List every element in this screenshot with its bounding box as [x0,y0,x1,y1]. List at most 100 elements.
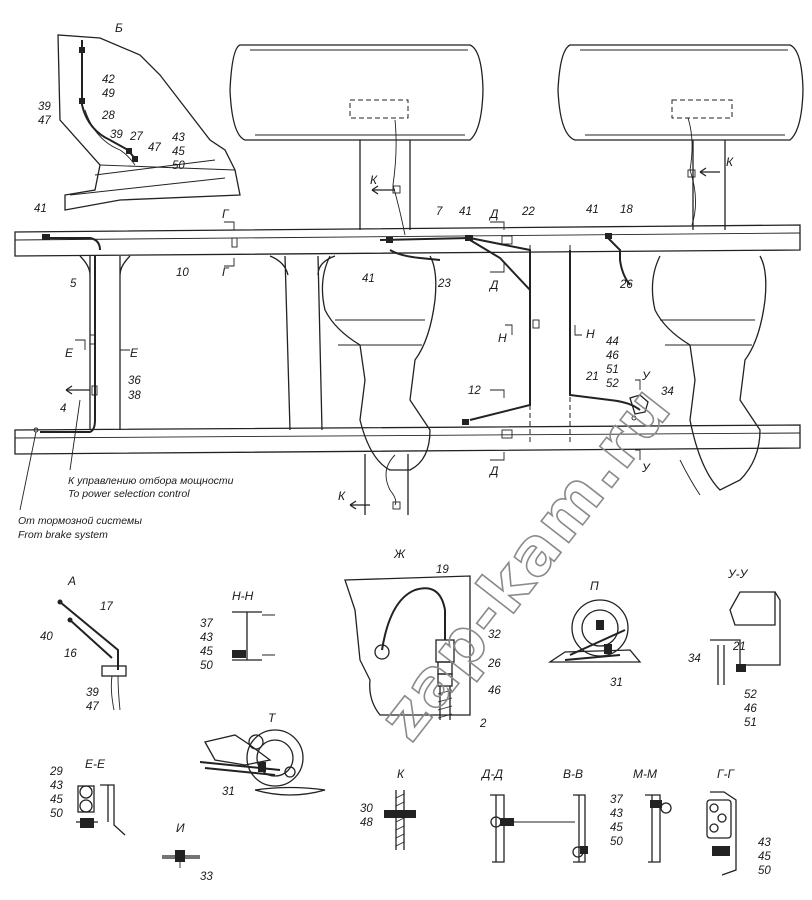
section-mark-E1: Е [65,346,74,360]
detail-UU-label-34: 34 [688,653,701,665]
section-mark-D3: Д [488,464,499,478]
callout-47b: 47 [148,142,161,154]
detail-UU: У-У 21 34 52 46 51 [688,567,781,729]
right-wheel-top [557,44,804,141]
detail-DD-title: Д-Д [480,767,503,781]
callout-42: 42 [102,74,115,86]
callout-46: 46 [606,350,619,362]
detail-ZH-title: Ж [393,547,406,561]
detail-VV-label-45: 45 [610,822,623,834]
note-pto-ru: К управлению отбора мощности [68,475,234,487]
detail-P-label-31: 31 [610,677,623,689]
callout-45a: 45 [172,146,185,158]
detail-ZH-label-26: 26 [487,658,501,670]
section-mark-N2: Н [586,327,595,341]
detail-T-title: Т [268,711,277,725]
callout-5: 5 [70,278,77,290]
detail-ZH-label-19: 19 [436,564,449,576]
right-wheel-lower [651,255,767,491]
detail-UU-label-21: 21 [732,641,746,653]
section-mark-D1: Д [488,207,499,221]
callout-39b: 39 [110,129,123,141]
detail-NN-label-43: 43 [200,632,213,644]
callout-26: 26 [619,279,633,291]
detail-A: А 17 40 16 39 47 [40,574,127,713]
detail-VV-title: В-В [563,767,583,781]
left-wheel-top [229,44,484,141]
detail-VV: В-В [563,767,588,863]
detail-GG-label-43: 43 [758,837,771,849]
cab-fragment [57,34,241,211]
callout-10: 10 [176,267,189,279]
detail-UU-label-46: 46 [744,703,757,715]
section-mark-G1: Г [222,207,230,221]
detail-I: И 33 [162,821,213,883]
detail-EE-label-29: 29 [49,766,63,778]
detail-EE-label-50: 50 [50,808,63,820]
callout-41c: 41 [586,204,599,216]
detail-T-label-31: 31 [222,786,235,798]
section-mark-D2: Д [488,278,499,292]
callout-43a: 43 [172,132,185,144]
detail-VV-label-50: 50 [610,836,623,848]
detail-GG: Г-Г 43 45 50 [706,767,771,877]
callout-18: 18 [620,204,633,216]
callout-4: 4 [60,403,66,415]
detail-VV-label-37: 37 [610,794,623,806]
detail-MM: М-М 37 43 45 50 [610,767,672,863]
watermark: zap-kam.ru [365,372,686,754]
detail-K-label-48: 48 [360,817,373,829]
detail-DD: Д-Д [480,767,575,863]
section-mark-K3: К [338,489,346,503]
detail-T: Т 31 [199,711,326,798]
left-wheel-lower [321,255,437,471]
cross-member-mid [269,255,336,431]
detail-P: П 31 [547,579,642,689]
callout-41b: 41 [459,206,472,218]
detail-UU-title: У-У [727,567,749,581]
section-mark-U1: У [641,369,651,383]
detail-I-label-33: 33 [200,871,213,883]
callout-27: 27 [129,131,143,143]
callout-51: 51 [606,364,619,376]
detail-ZH-label-2: 2 [479,718,487,730]
callout-50a: 50 [172,160,185,172]
detail-ZH-label-32: 32 [488,629,501,641]
detail-MM-title: М-М [633,767,657,781]
detail-EE: Е-Е 29 43 45 50 [49,757,126,836]
air-line-upper [45,236,531,290]
callout-23: 23 [437,278,451,290]
detail-NN-label-50: 50 [200,660,213,672]
callout-41d: 41 [362,273,375,285]
section-mark-U2: У [641,461,651,475]
detail-A-title: А [67,574,76,588]
callout-7: 7 [436,206,443,218]
detail-VV-label-43: 43 [610,808,623,820]
detail-EE-title: Е-Е [85,757,106,771]
callout-22: 22 [521,206,535,218]
detail-A-label-16: 16 [64,648,77,660]
upper-frame-rail [14,224,801,257]
notes: К управлению отбора мощности To power se… [18,475,234,541]
detail-NN-label-45: 45 [200,646,213,658]
section-mark-K2: К [726,155,734,169]
callout-41a: 41 [34,203,47,215]
note-brake-en: From brake system [18,529,108,541]
note-brake-ru: От тормозной системы [18,515,142,527]
main-callouts: 41 5 10 7 41 22 41 18 41 23 26 44 46 51 … [34,74,674,415]
section-mark-K1: К [370,173,378,187]
detail-A-label-39: 39 [86,687,99,699]
detail-GG-label-45: 45 [758,851,771,863]
detail-NN: Н-Н 37 43 45 50 [200,589,275,672]
section-mark-E2: Е [130,346,139,360]
note-pto-en: To power selection control [68,488,190,500]
callout-44: 44 [606,336,619,348]
callout-47a: 47 [38,115,51,127]
detail-UU-label-52: 52 [744,689,757,701]
detail-A-label-47: 47 [86,701,99,713]
callout-36: 36 [128,375,141,387]
detail-K-label-30: 30 [360,803,373,815]
section-mark-G2: Г [222,265,230,279]
callout-21: 21 [585,371,599,383]
section-marks: Б Г Г Д Д Д Е Е Н Н У У К К К [65,21,734,503]
